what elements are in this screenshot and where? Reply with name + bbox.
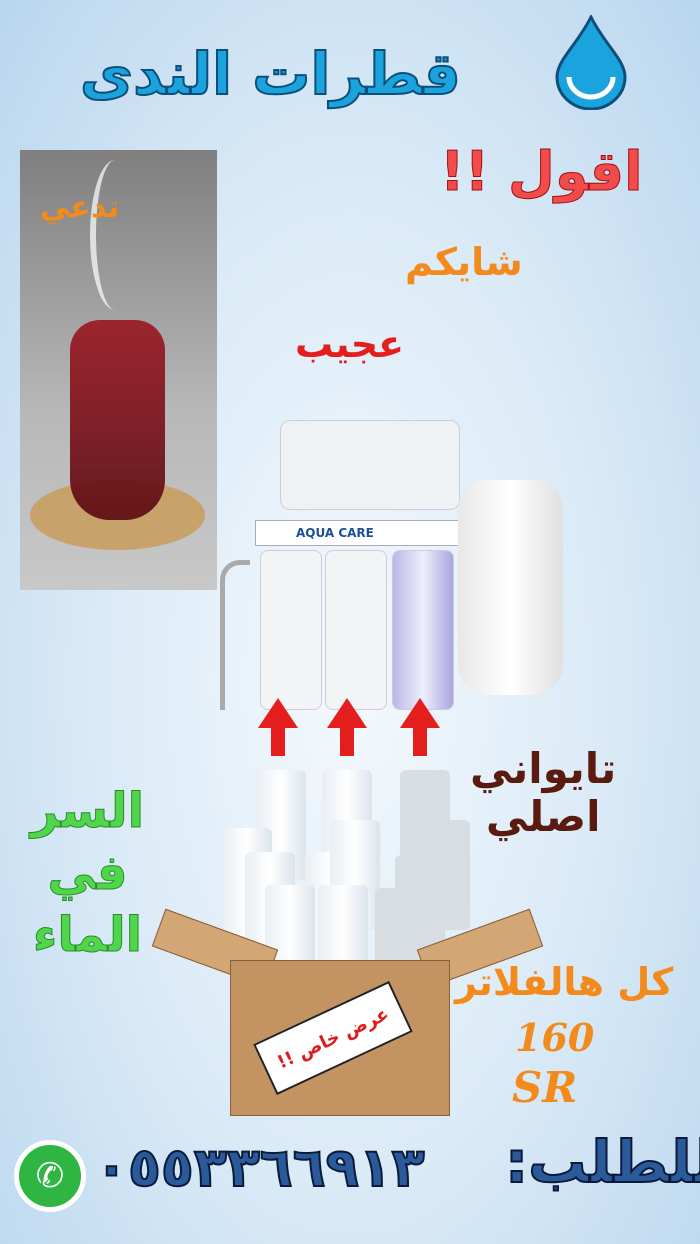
price-currency: SR [512, 1063, 578, 1112]
price-label: كل هالفلاتر [455, 960, 674, 1004]
water-purifier-image: AQUA CARE [220, 420, 563, 720]
origin-line1: تايواني [470, 744, 617, 793]
order-phone[interactable]: ٠٥٥٣٣٦٦٩١٣ [94, 1135, 426, 1200]
brand-name: قطرات الندى [79, 39, 462, 109]
order-label: للطلب: [504, 1127, 700, 1197]
price-amount: 160 [515, 1015, 595, 1060]
headline-line2: شايكم [405, 240, 523, 284]
water-drop-icon [555, 15, 627, 110]
product-label: AQUA CARE [255, 520, 465, 546]
headline-line1: اقول !! [440, 140, 644, 204]
tea-glass-photo: تدعي [20, 150, 217, 590]
tea-caption: تدعي [40, 190, 120, 225]
secret-line3: الماء [32, 907, 143, 964]
origin-line2: اصلي [485, 792, 601, 841]
secret-line2: في [47, 845, 128, 902]
headline-line3: عجيب [295, 322, 405, 366]
whatsapp-icon[interactable]: ✆ [14, 1140, 86, 1212]
secret-line1: السر [30, 783, 145, 840]
